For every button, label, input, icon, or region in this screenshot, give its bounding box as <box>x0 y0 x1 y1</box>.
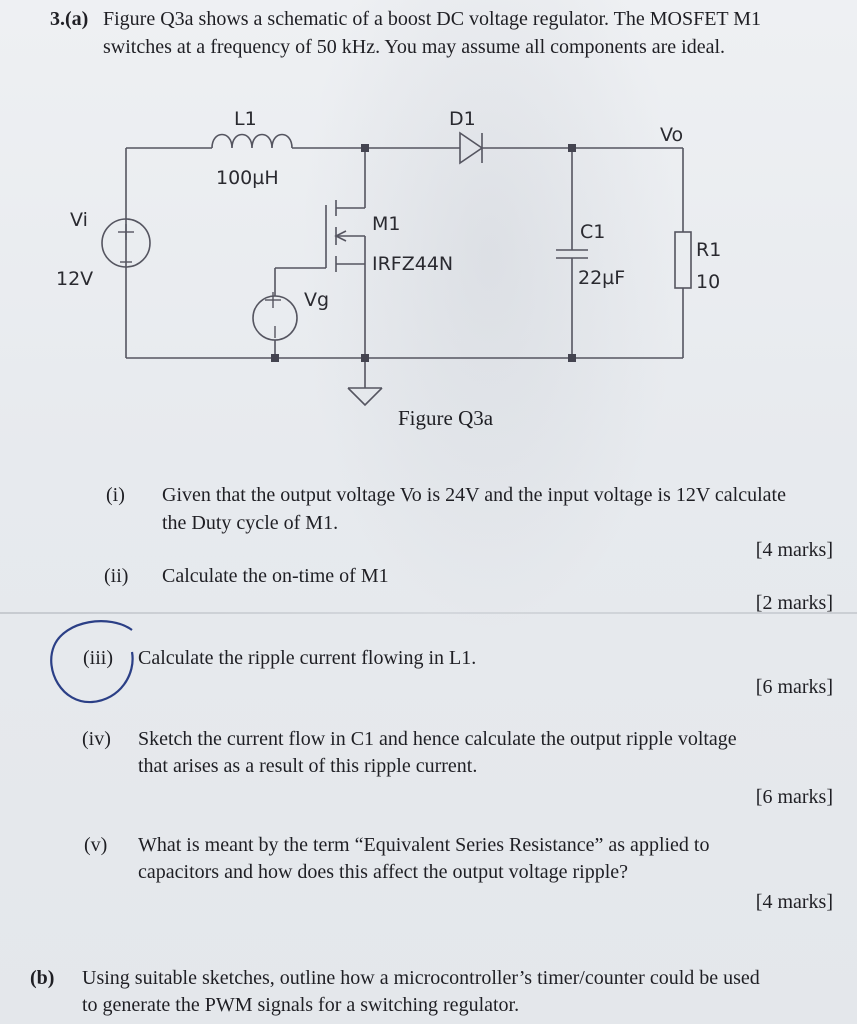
part-v-line-1: What is meant by the term “Equivalent Se… <box>138 834 710 856</box>
label-m1: M1 <box>372 213 400 235</box>
part-iv-marks: [6 marks] <box>755 786 833 808</box>
intro-line-2: switches at a frequency of 50 kHz. You m… <box>103 36 726 58</box>
part-v-number: (v) <box>84 834 108 856</box>
label-d1: D1 <box>449 108 476 130</box>
part-iii-line-1: Calculate the ripple current flowing in … <box>138 647 477 669</box>
intro-line-1: Figure Q3a shows a schematic of a boost … <box>103 8 762 30</box>
question-number: 3.(a) <box>50 8 89 30</box>
part-iv-line-1: Sketch the current flow in C1 and hence … <box>138 728 737 750</box>
part-iv-line-2: that arises as a result of this ripple c… <box>138 755 478 777</box>
label-c1-value: 22µF <box>578 267 625 289</box>
pen-circle-annotation <box>50 620 134 704</box>
part-i-marks: [4 marks] <box>755 539 833 561</box>
boost-converter-schematic: L1 100µH D1 Vo Vi 12V M1 IRFZ44N Vg C1 2… <box>56 108 721 430</box>
label-r1-value: 10 <box>696 271 720 293</box>
part-ii-marks: [2 marks] <box>755 592 833 614</box>
label-r1: R1 <box>696 239 721 261</box>
part-iii-marks: [6 marks] <box>755 676 833 698</box>
part-v-marks: [4 marks] <box>755 891 833 913</box>
part-ii-line-1: Calculate the on-time of M1 <box>162 565 389 587</box>
label-l1: L1 <box>234 108 257 130</box>
part-i-line-1: Given that the output voltage Vo is 24V … <box>162 484 786 506</box>
label-l1-value: 100µH <box>216 167 279 189</box>
part-v-line-2: capacitors and how does this affect the … <box>138 861 629 883</box>
part-b-line-1: Using suitable sketches, outline how a m… <box>82 967 760 989</box>
part-i-number: (i) <box>106 484 125 506</box>
part-ii-number: (ii) <box>104 565 129 587</box>
part-i-line-2: the Duty cycle of M1. <box>162 512 339 534</box>
figure-caption: Figure Q3a <box>398 406 494 430</box>
part-iii-number: (iii) <box>83 647 113 669</box>
paper-fold <box>0 612 857 614</box>
label-vi: Vi <box>70 209 88 231</box>
label-vo: Vo <box>660 124 683 146</box>
label-c1: C1 <box>580 221 605 243</box>
label-m1-part: IRFZ44N <box>372 253 453 275</box>
part-b-line-2: to generate the PWM signals for a switch… <box>82 994 520 1016</box>
part-iv-number: (iv) <box>82 728 111 750</box>
part-b-number: (b) <box>30 967 55 989</box>
label-vg: Vg <box>304 289 329 311</box>
label-vi-value: 12V <box>56 268 93 290</box>
